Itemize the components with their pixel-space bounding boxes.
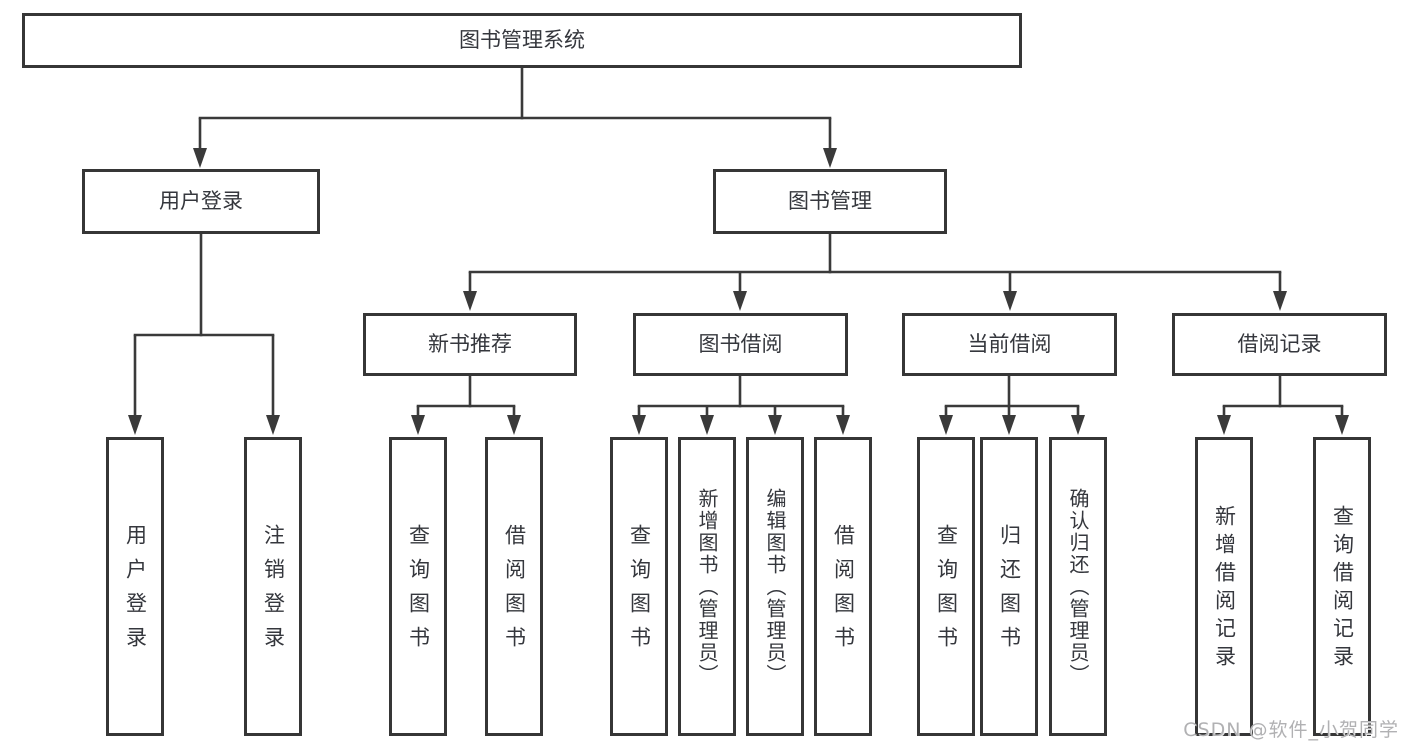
node-new-book-recommend: 新书推荐 bbox=[363, 313, 577, 376]
leaf-borrowing-edit-books-admin: 编辑图书（管理员） bbox=[746, 437, 804, 736]
leaf-newbook-borrow-books: 借阅图书 bbox=[485, 437, 543, 736]
leaf-user-login: 用户登录 bbox=[106, 437, 164, 736]
leaf-logout-login: 注销登录 bbox=[244, 437, 302, 736]
leaf-records-add-borrow-record: 新增借阅记录 bbox=[1195, 437, 1253, 736]
leaf-current-query-books: 查询图书 bbox=[917, 437, 975, 736]
node-book-borrowing: 图书借阅 bbox=[633, 313, 848, 376]
node-borrowing-records: 借阅记录 bbox=[1172, 313, 1387, 376]
node-library-management-system: 图书管理系统 bbox=[22, 13, 1022, 68]
leaf-borrowing-query-books: 查询图书 bbox=[610, 437, 668, 736]
node-user-login: 用户登录 bbox=[82, 169, 320, 234]
node-book-management: 图书管理 bbox=[713, 169, 947, 234]
leaf-current-confirm-return-admin: 确认归还（管理员） bbox=[1049, 437, 1107, 736]
leaf-borrowing-add-books-admin: 新增图书（管理员） bbox=[678, 437, 736, 736]
node-current-borrowing: 当前借阅 bbox=[902, 313, 1117, 376]
leaf-records-query-borrow-record: 查询借阅记录 bbox=[1313, 437, 1371, 736]
csdn-watermark: CSDN @软件_小贺同学 bbox=[1183, 719, 1399, 741]
leaf-newbook-query-books: 查询图书 bbox=[389, 437, 447, 736]
leaf-borrowing-borrow-books: 借阅图书 bbox=[814, 437, 872, 736]
leaf-current-return-books: 归还图书 bbox=[980, 437, 1038, 736]
